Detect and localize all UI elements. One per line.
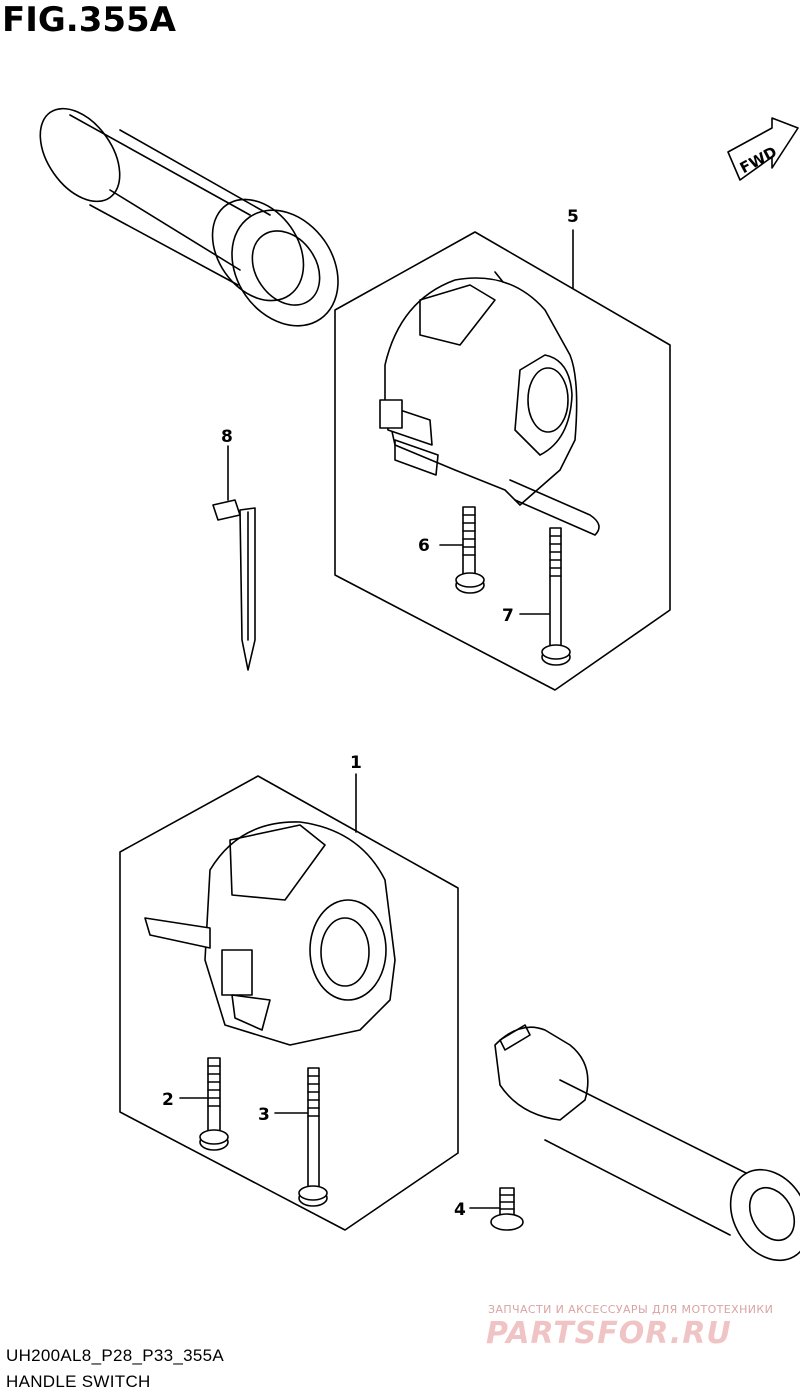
watermark-tagline: ЗАПЧАСТИ И АКСЕССУАРЫ ДЛЯ МОТОТЕХНИКИ xyxy=(488,1303,774,1316)
callout-6: 6 xyxy=(418,536,430,556)
callout-8: 8 xyxy=(221,427,233,447)
bolt-6 xyxy=(439,506,485,594)
callout-1: 1 xyxy=(350,753,362,773)
bolt-2 xyxy=(179,1057,229,1151)
left-grip xyxy=(39,107,339,327)
callout-3: 3 xyxy=(258,1105,270,1125)
screw-4 xyxy=(469,1187,524,1231)
item-1-group xyxy=(119,773,459,1231)
figure-title: FIG.355A xyxy=(2,0,176,40)
cable-tie-8 xyxy=(212,445,256,671)
bolt-7 xyxy=(519,527,571,666)
figure-code: UH200AL8_P28_P33_355A xyxy=(6,1346,225,1365)
fwd-arrow-icon: FWD xyxy=(727,117,799,181)
callout-5: 5 xyxy=(567,207,579,227)
watermark-logo: PARTSFOR.RU xyxy=(486,1316,732,1351)
bolt-3 xyxy=(274,1067,328,1207)
callout-4: 4 xyxy=(454,1200,466,1220)
item-5-group xyxy=(334,229,671,691)
callout-7: 7 xyxy=(502,606,514,626)
throttle-grip xyxy=(494,1024,800,1262)
figure-caption: HANDLE SWITCH xyxy=(6,1372,151,1391)
callout-2: 2 xyxy=(162,1090,174,1110)
